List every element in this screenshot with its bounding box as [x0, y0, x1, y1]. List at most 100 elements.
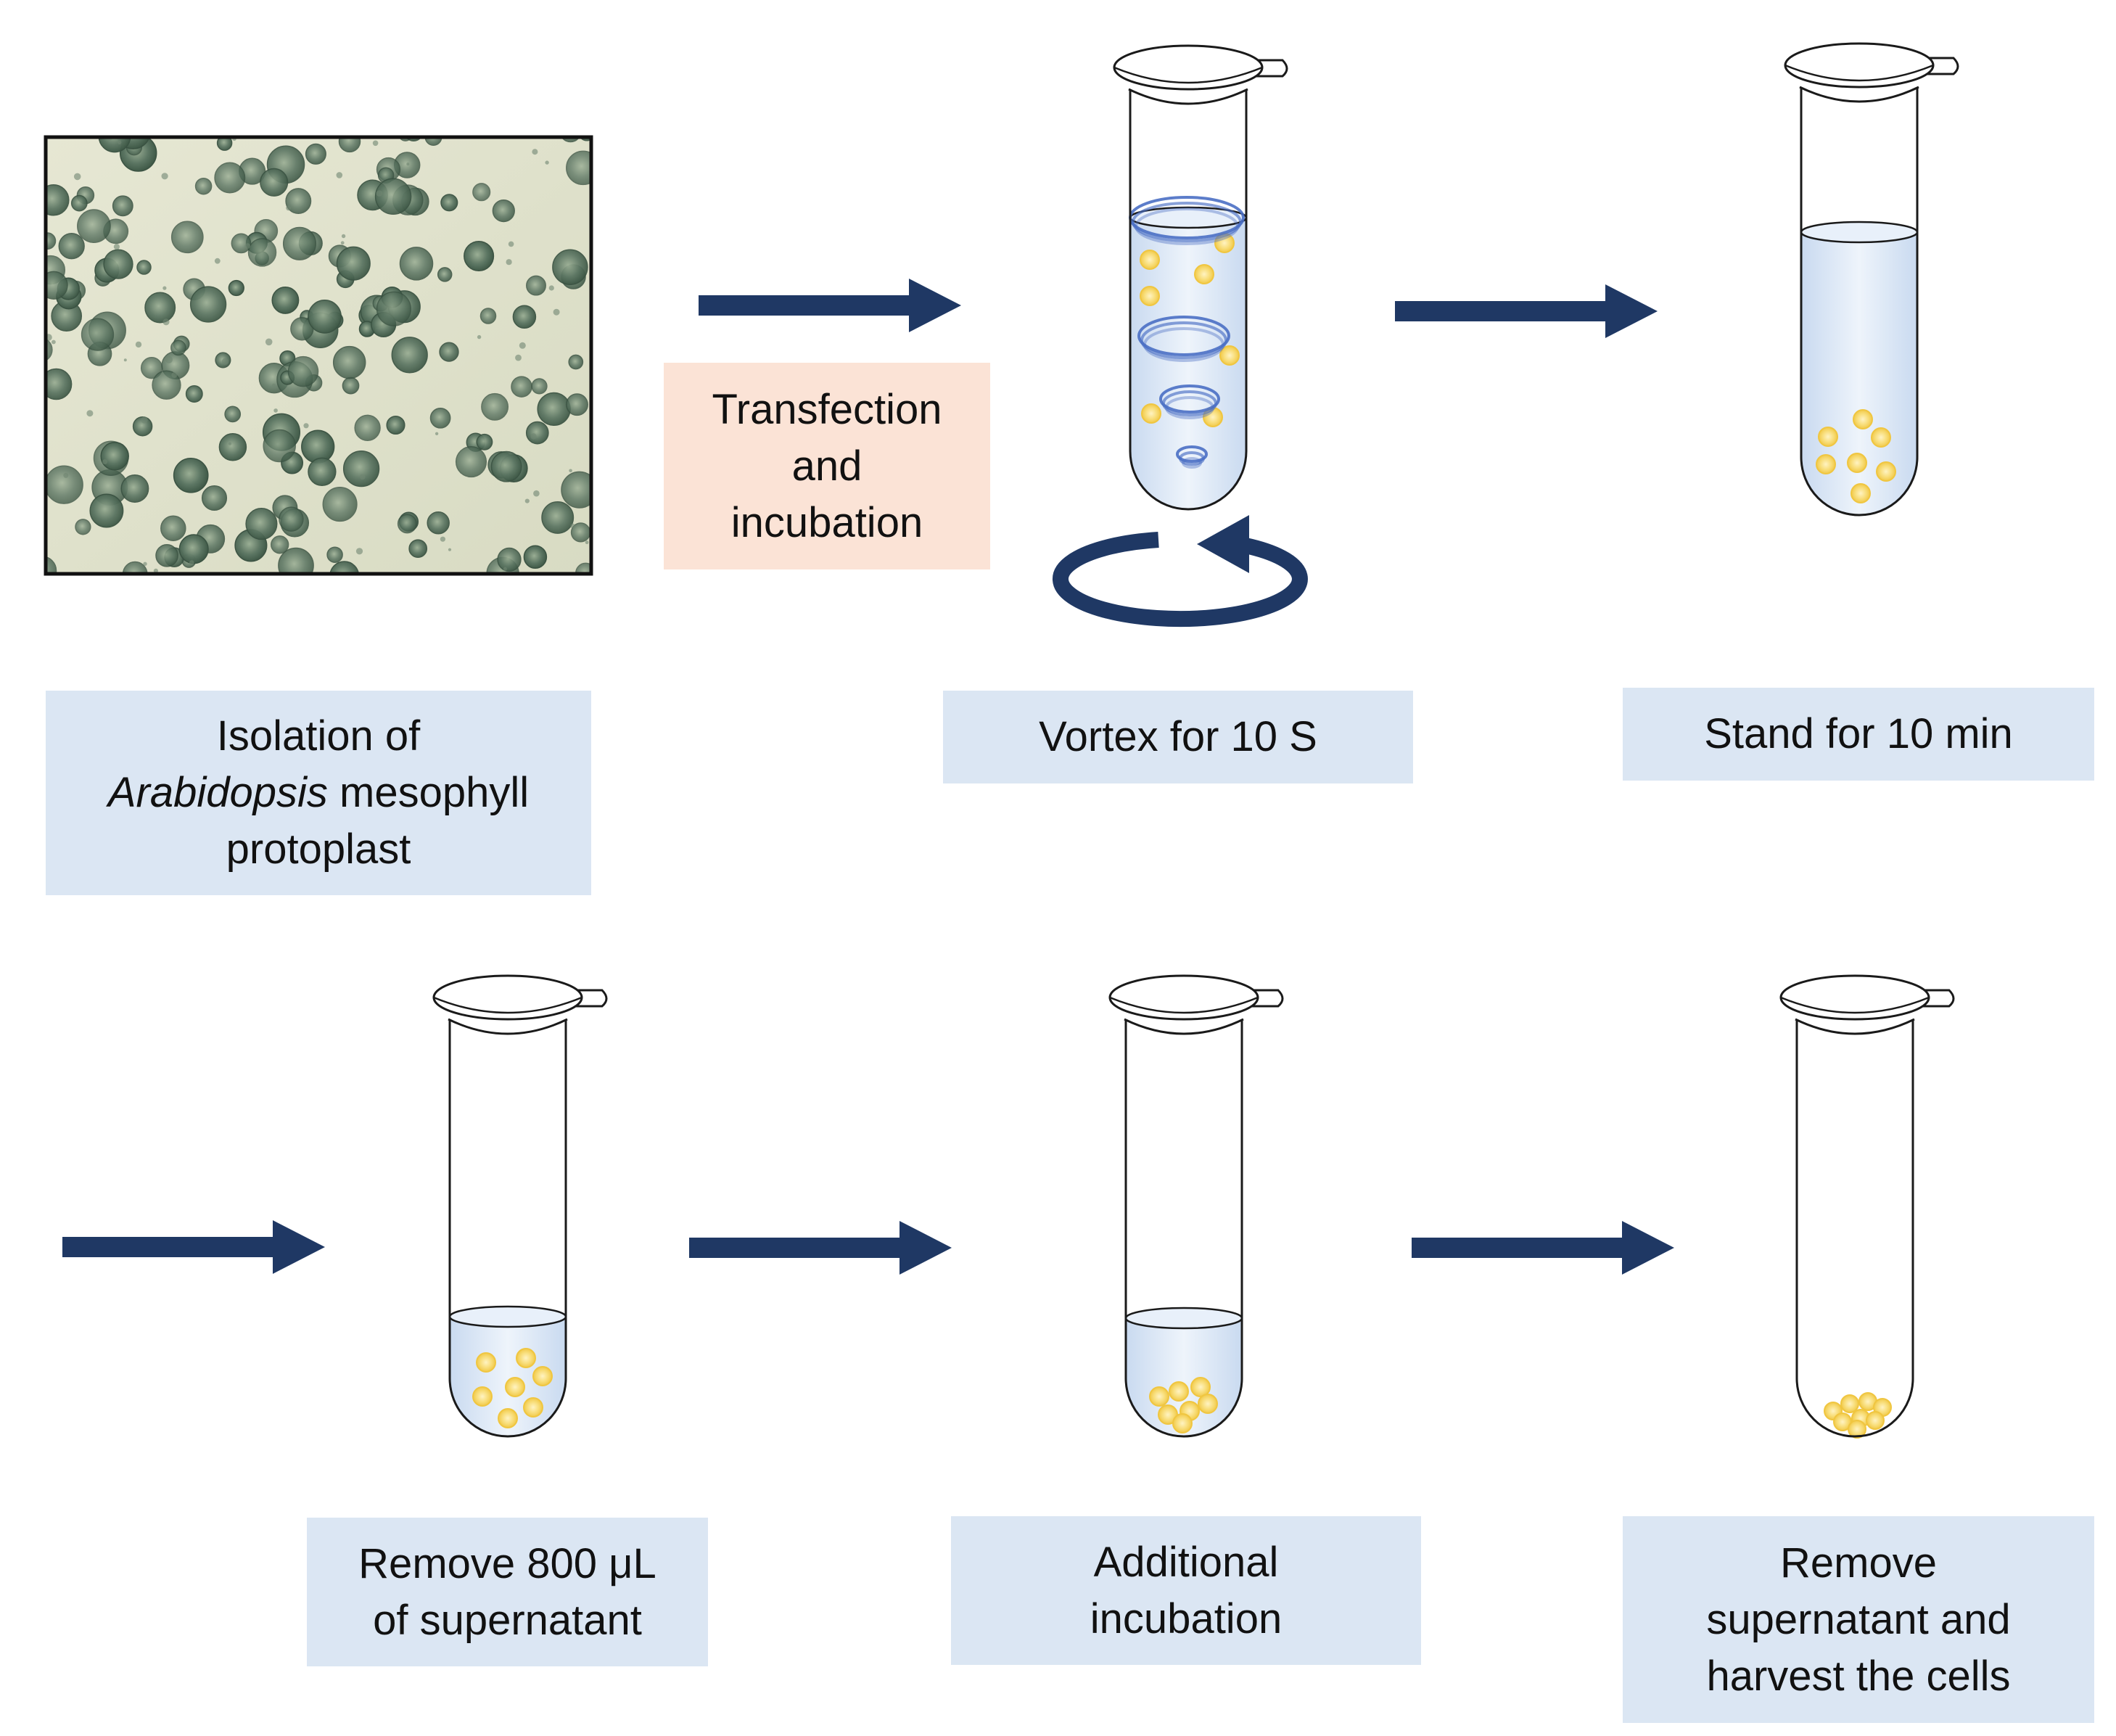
debris-speck: [506, 259, 512, 266]
protoplast-cell: [98, 137, 131, 153]
protoplast-cell: [178, 534, 209, 564]
protoplast-cell: [490, 451, 522, 482]
protoplast-cell: [152, 370, 181, 400]
protoplast-cell: [214, 162, 246, 194]
protoplast-cell: [326, 546, 343, 563]
protoplast-cell: [122, 561, 148, 574]
protoplast-cell: [537, 392, 571, 427]
remove-800-label: Remove 800 μL of supernatant: [307, 1518, 708, 1666]
cell: [1194, 264, 1214, 284]
protoplast-cell: [301, 429, 335, 464]
debris-speck: [548, 285, 554, 291]
cell: [1871, 427, 1891, 448]
debris-speck: [123, 358, 127, 362]
protoplast-cell: [201, 485, 228, 511]
protoplast-cell: [408, 539, 428, 559]
remove-800-tube: [432, 974, 608, 1438]
debris-speck: [508, 241, 514, 247]
cell: [1198, 1394, 1218, 1414]
protoplast-cell: [287, 355, 319, 387]
debris-speck: [355, 548, 363, 555]
protoplast-cell: [568, 354, 584, 370]
protoplast-cell: [224, 406, 242, 423]
debris-speck: [273, 408, 278, 413]
debris-speck: [221, 358, 229, 365]
protoplast-cell: [81, 318, 115, 351]
protoplast-cell: [46, 271, 68, 300]
debris-speck: [73, 173, 81, 181]
protoplast-cell: [511, 376, 532, 398]
protoplast-cell: [308, 457, 337, 486]
protoplast-cell: [144, 292, 176, 324]
protoplast-cell: [70, 194, 88, 212]
protoplast-cell: [285, 188, 312, 215]
protoplast-cell: [439, 342, 459, 362]
cell: [1848, 1420, 1866, 1439]
protoplast-cell: [476, 433, 493, 451]
debris-speck: [153, 568, 158, 574]
debris-speck: [336, 172, 343, 178]
protoplast-cell: [397, 514, 417, 534]
debris-speck: [189, 560, 194, 565]
debris-speck: [448, 548, 452, 551]
debris-speck: [372, 140, 379, 147]
arrow-3: [62, 1220, 325, 1274]
cell: [1853, 409, 1873, 429]
protoplast-cell: [566, 393, 588, 416]
debris-speck: [162, 286, 167, 290]
debris-speck: [52, 340, 56, 345]
protoplast-cell: [46, 556, 57, 574]
debris-speck: [162, 318, 170, 326]
debris-speck: [569, 469, 572, 473]
debris-speck: [63, 472, 69, 478]
cell: [1141, 403, 1161, 424]
protoplast-cell: [308, 300, 342, 334]
arrow-4: [689, 1221, 952, 1275]
debris-speck: [143, 561, 147, 566]
cell: [1847, 453, 1867, 473]
debris-speck: [165, 355, 173, 363]
cell: [1876, 461, 1896, 482]
debris-speck: [435, 432, 439, 435]
debris-speck: [141, 416, 148, 424]
protoplast-cell: [77, 209, 111, 243]
protoplast-cell: [170, 340, 186, 356]
protoplast-cell: [247, 238, 277, 267]
debris-speck: [585, 540, 589, 545]
protoplast-cell: [185, 385, 203, 403]
debris-speck: [340, 241, 345, 245]
protoplast-cell: [279, 506, 304, 532]
protoplast-cell: [552, 249, 588, 285]
arrow-1: [699, 279, 961, 332]
debris-speck: [341, 234, 346, 239]
debris-speck: [286, 205, 292, 211]
protoplast-cell: [194, 177, 213, 195]
transfection-label: Transfection and incubation: [664, 363, 990, 569]
protoplast-cell: [399, 247, 434, 281]
protoplast-cell: [386, 415, 406, 435]
protoplast-cell: [376, 291, 411, 326]
debris-speck: [118, 140, 122, 144]
protoplast-cell: [46, 338, 53, 361]
protoplast-cell: [120, 474, 149, 503]
protoplast-cell: [260, 168, 289, 197]
protoplast-cell: [278, 547, 314, 574]
protoplast-cell: [112, 195, 133, 217]
debris-speck: [342, 347, 347, 353]
protoplast-cell: [342, 377, 360, 395]
protoplast-cell: [75, 519, 91, 535]
protoplast-cell: [136, 260, 152, 275]
protoplast-cell: [566, 150, 591, 186]
protoplast-cell: [531, 378, 548, 395]
protoplast-cell: [541, 501, 575, 534]
protoplast-cell: [245, 508, 278, 540]
cell: [476, 1352, 496, 1373]
harvest-tube: [1779, 974, 1955, 1439]
debris-speck: [545, 160, 549, 165]
debris-speck: [244, 243, 251, 249]
cell: [1866, 1411, 1885, 1430]
stand-label: Stand for 10 min: [1623, 688, 2094, 781]
protoplast-cell: [263, 429, 296, 463]
arrow-5: [1412, 1221, 1674, 1275]
cell: [1816, 454, 1836, 474]
